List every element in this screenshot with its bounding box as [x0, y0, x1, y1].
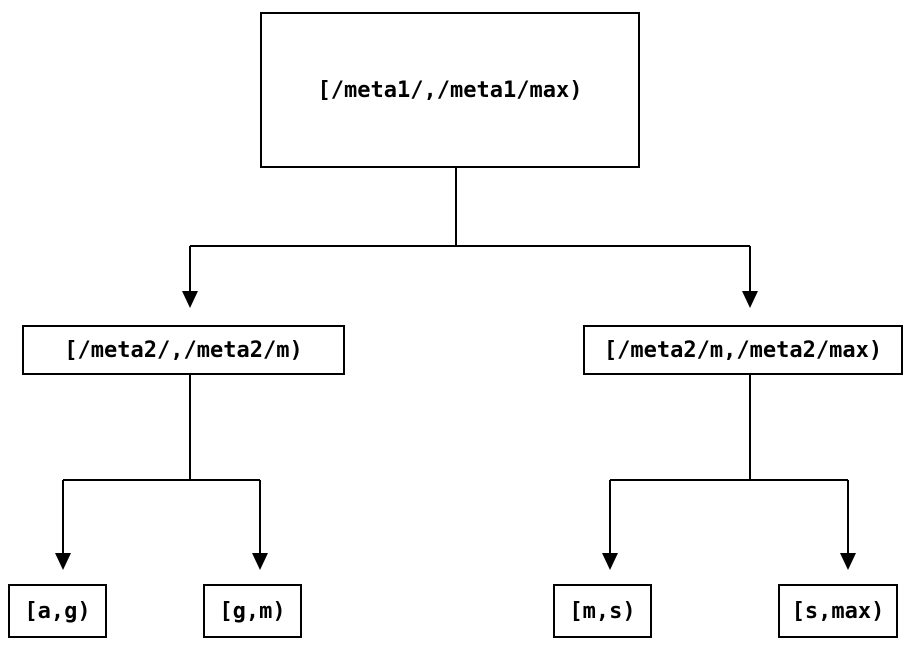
- arrow-down-icon: [55, 553, 71, 570]
- node-label: [/meta1/,/meta1/max): [317, 77, 583, 103]
- node-label: [/meta2/,/meta2/m): [64, 337, 303, 363]
- node-label: [a,g): [24, 598, 91, 624]
- node-label: [g,m): [219, 598, 286, 624]
- connector-midright-to-leaves: [602, 375, 856, 570]
- node-leaf-g-m: [g,m): [203, 584, 302, 638]
- node-meta2-left-range: [/meta2/,/meta2/m): [22, 325, 345, 375]
- arrow-down-icon: [252, 553, 268, 570]
- node-label: [m,s): [569, 598, 636, 624]
- node-leaf-m-s: [m,s): [553, 584, 652, 638]
- node-leaf-a-g: [a,g): [8, 584, 107, 638]
- arrow-down-icon: [602, 553, 618, 570]
- arrow-down-icon: [840, 553, 856, 570]
- node-label: [/meta2/m,/meta2/max): [603, 337, 883, 363]
- node-label: [s,max): [791, 598, 885, 624]
- arrow-down-icon: [182, 291, 198, 308]
- node-root-range: [/meta1/,/meta1/max): [260, 12, 640, 168]
- arrow-down-icon: [742, 291, 758, 308]
- node-meta2-right-range: [/meta2/m,/meta2/max): [583, 325, 903, 375]
- connector-midleft-to-leaves: [55, 375, 268, 570]
- connector-root-to-level2: [182, 168, 758, 308]
- node-leaf-s-max: [s,max): [778, 584, 898, 638]
